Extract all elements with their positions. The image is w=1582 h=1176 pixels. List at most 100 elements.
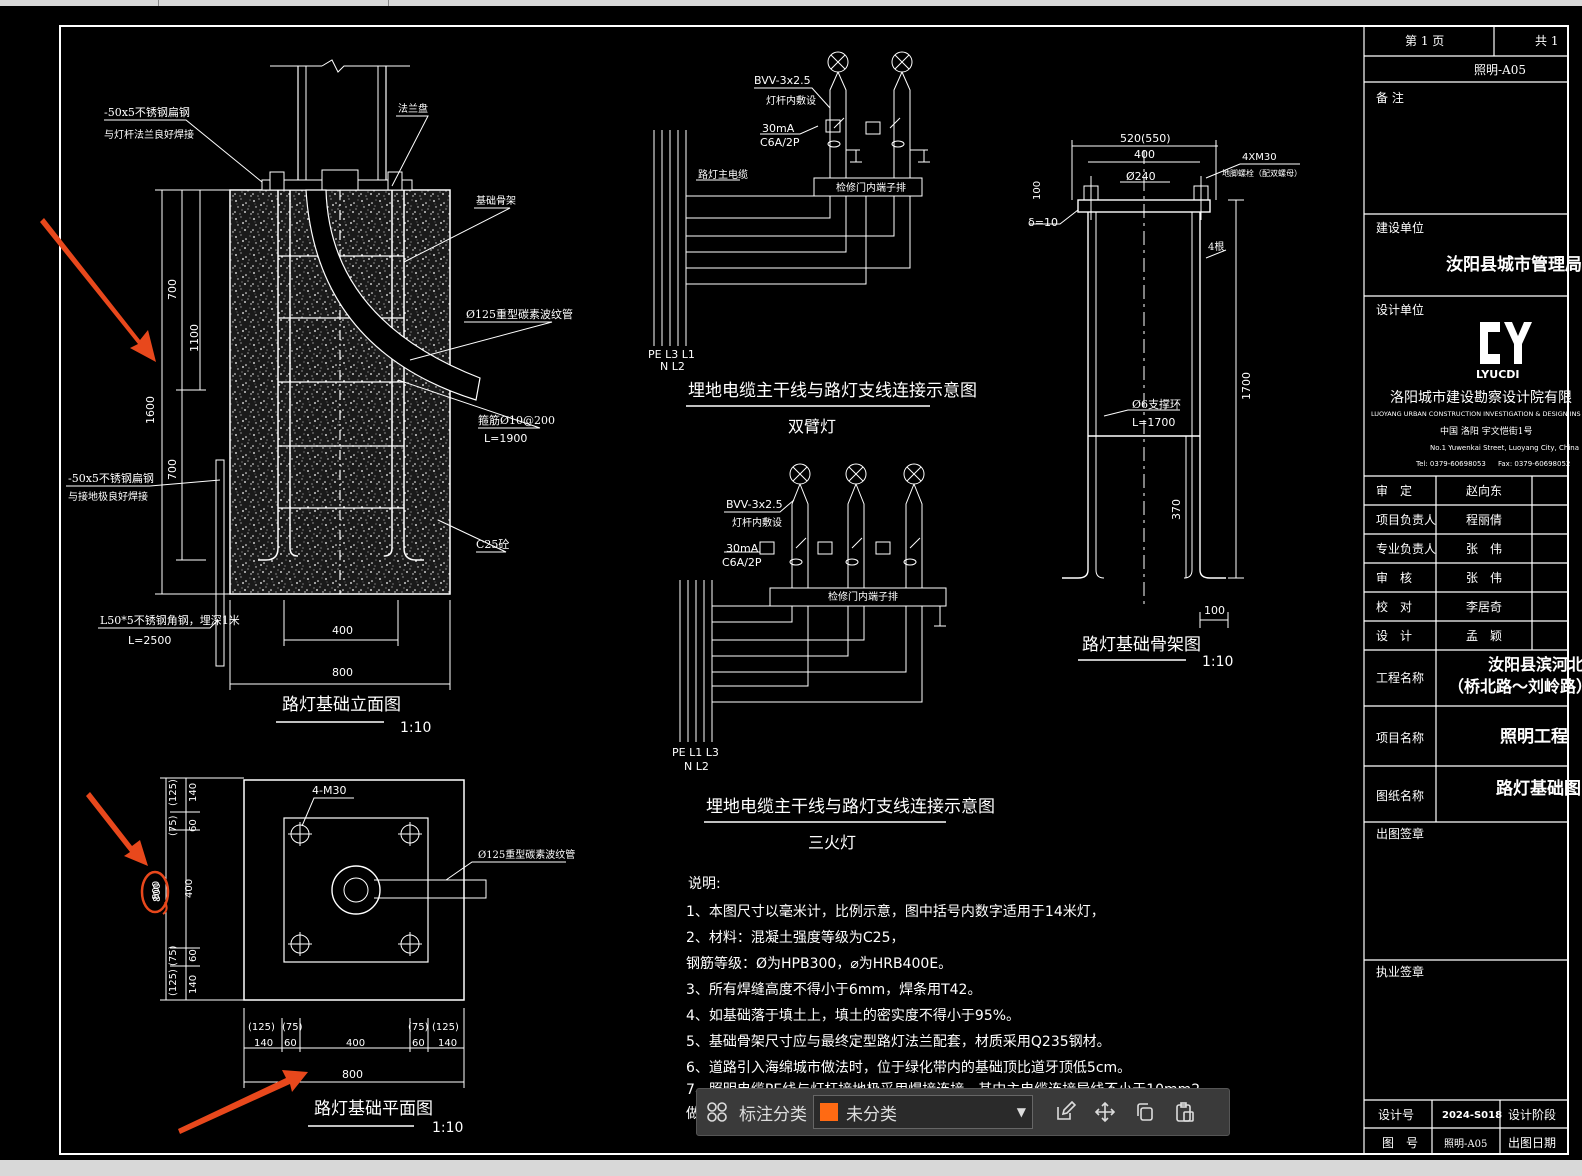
role-label: 专业负责人 bbox=[1376, 541, 1436, 556]
dim-800: 800 bbox=[332, 666, 353, 679]
dim-60-bottom: 60 bbox=[188, 949, 199, 962]
figure-number-label: 图 号 bbox=[1382, 1136, 1418, 1150]
dim-140-top: 140 bbox=[188, 783, 199, 802]
note-flange: 法兰盘 bbox=[398, 102, 428, 115]
dim-75-top: (75) bbox=[168, 815, 179, 836]
bottom-status-strip bbox=[0, 1160, 1582, 1176]
copy-icon[interactable] bbox=[1125, 1092, 1165, 1132]
red-arrow-elevation[interactable] bbox=[40, 218, 156, 362]
role-person: 李居奇 bbox=[1466, 599, 1502, 614]
note-flat-steel-weld: 与灯杆法兰良好焊接 bbox=[104, 128, 194, 141]
dim-700-upper: 700 bbox=[166, 279, 179, 300]
license-sign-label: 执业签章 bbox=[1376, 964, 1424, 979]
dim-140-left: 140 bbox=[254, 1038, 273, 1049]
company-logo: LYUCDI bbox=[1476, 322, 1532, 381]
logo-text: LYUCDI bbox=[1476, 368, 1520, 381]
page-total: 共 1 bbox=[1535, 34, 1558, 48]
double-phases-upper: PE L3 L1 bbox=[648, 348, 695, 361]
dim-75-bottom: (75) bbox=[168, 945, 179, 966]
cage-dim-1700: 1700 bbox=[1240, 372, 1253, 400]
note-angle-steel: L50*5不锈钢角钢，埋深1米 bbox=[100, 614, 240, 627]
note-line-3: 钢筋等级：Ø为HPB300，⌀为HRB400E。 bbox=[686, 955, 952, 972]
note-ground-steel: -50x5不锈钢扁钢 bbox=[68, 472, 154, 485]
circled-dimension: 800 bbox=[151, 881, 162, 900]
cage-dim-240: Ø240 bbox=[1126, 170, 1156, 183]
cage-bolt-note: 4XM30 bbox=[1242, 152, 1277, 163]
category-color-swatch bbox=[820, 1103, 838, 1121]
client-name: 汝阳县城市管理局 bbox=[1446, 254, 1582, 275]
note-line-2: 2、材料：混凝土强度等级为C25， bbox=[686, 929, 905, 946]
dim-60-top: 60 bbox=[188, 819, 199, 832]
grid-apps-icon[interactable] bbox=[697, 1092, 737, 1132]
note-line-6: 5、基础骨架尺寸应与最终定型路灯法兰配套，材质采用Q235钢材。 bbox=[686, 1033, 1111, 1050]
project-name-line2: （桥北路～刘岭路）改 bbox=[1448, 677, 1582, 696]
move-icon[interactable] bbox=[1085, 1092, 1125, 1132]
dim-400: 400 bbox=[332, 624, 353, 637]
company-address-en: No.1 Yuwenkai Street, Luoyang City, Chin… bbox=[1430, 444, 1579, 452]
design-number: 2024-S018 bbox=[1442, 1110, 1502, 1121]
cage-plate-thickness: δ=10 bbox=[1028, 216, 1058, 229]
cage-ring-length: L=1700 bbox=[1132, 416, 1175, 429]
red-arrow-plan-vertical[interactable] bbox=[86, 792, 148, 866]
dim-125-left: (125) bbox=[248, 1022, 275, 1033]
note-cage: 基础骨架 bbox=[476, 194, 516, 207]
drawing-name-label: 图纸名称 bbox=[1376, 788, 1424, 803]
cage-dim-100-top: 100 bbox=[1032, 181, 1043, 200]
note-line-1: 1、本图尺寸以毫米计，比例示意，图中括号内数字适用于14米灯， bbox=[686, 903, 1105, 920]
company-fax: Fax: 0379-60698052 bbox=[1498, 460, 1570, 468]
triple-breaker: 30mA bbox=[726, 542, 759, 555]
red-circle-markup[interactable] bbox=[140, 870, 170, 914]
dim-75-right: (75) bbox=[408, 1022, 429, 1033]
dim-125-top: (125) bbox=[168, 779, 179, 806]
double-wiring-title: 埋地电缆主干线与路灯支线连接示意图 bbox=[688, 381, 977, 401]
dim-140-bottom: 140 bbox=[188, 975, 199, 994]
dim-400-vertical: 400 bbox=[184, 879, 195, 898]
dim-1600: 1600 bbox=[144, 396, 157, 424]
dim-125-right: (125) bbox=[432, 1022, 459, 1033]
note-conduit: Ø125重型碳素波纹管 bbox=[466, 307, 573, 321]
cage-rod-count: 4根 bbox=[1208, 240, 1224, 253]
annotation-toolbar: 标注分类 未分类 ▼ bbox=[696, 1088, 1230, 1136]
triple-wiring-subtitle: 三火灯 bbox=[808, 833, 856, 852]
annotation-category-dropdown[interactable]: 未分类 ▼ bbox=[813, 1095, 1033, 1129]
cage-title: 路灯基础骨架图 bbox=[1082, 635, 1201, 655]
issue-sign-label: 出图签章 bbox=[1376, 826, 1424, 841]
edit-icon[interactable] bbox=[1045, 1092, 1085, 1132]
markup-annotations[interactable] bbox=[40, 218, 308, 1134]
elevation-scale: 1:10 bbox=[400, 720, 431, 736]
figure-number: 照明-A05 bbox=[1444, 1138, 1487, 1150]
role-person: 孟 颖 bbox=[1466, 629, 1502, 643]
tab-strip-segment[interactable] bbox=[158, 0, 389, 6]
plan-title: 路灯基础平面图 bbox=[314, 1099, 433, 1119]
company-address-cn: 中国 洛阳 宇文恺街1号 bbox=[1440, 425, 1532, 437]
issue-date-label: 出图日期 bbox=[1508, 1136, 1556, 1150]
paste-icon[interactable] bbox=[1165, 1092, 1205, 1132]
double-breaker-rating: C6A/2P bbox=[760, 136, 800, 149]
notes-heading: 说明: bbox=[688, 876, 721, 892]
note-bolts: 4-M30 bbox=[312, 784, 346, 797]
note-line-4: 3、所有焊缝高度不得小于6mm，焊条用T42。 bbox=[686, 981, 981, 998]
cage-dim-520: 520(550) bbox=[1120, 132, 1171, 145]
red-arrow-plan-horizontal[interactable] bbox=[178, 1070, 308, 1134]
foundation-plan-view: 4-M30 Ø125重型碳素波纹管 (125) 140 (75) 60 400 … bbox=[152, 777, 575, 1136]
note-angle-steel-length: L=2500 bbox=[128, 634, 171, 647]
tab-strip-segment[interactable] bbox=[0, 0, 159, 6]
double-terminal: 检修门内端子排 bbox=[836, 181, 906, 194]
role-person: 张 伟 bbox=[1466, 542, 1502, 556]
drawing-name: 路灯基础图 bbox=[1496, 778, 1581, 799]
foundation-elevation-view: 700 1100 1600 700 400 800 -50x5不锈钢扁钢 与灯杆… bbox=[66, 59, 573, 736]
cage-scale: 1:10 bbox=[1202, 654, 1233, 670]
remarks-label: 备 注 bbox=[1376, 90, 1404, 105]
note-line-7: 6、道路引入海绵城市做法时，位于绿化带内的基础顶比道牙顶低5cm。 bbox=[686, 1059, 1131, 1076]
general-notes: 说明: 1、本图尺寸以毫米计，比例示意，图中括号内数字适用于14米灯， 2、材料… bbox=[686, 876, 1200, 1122]
triple-wiring-title: 埋地电缆主干线与路灯支线连接示意图 bbox=[706, 797, 995, 817]
company-name: 洛阳城市建设勘察设计院有限 bbox=[1390, 389, 1572, 406]
client-label: 建设单位 bbox=[1376, 220, 1424, 235]
triple-cable-label: BVV-3x2.5 bbox=[726, 498, 783, 511]
plan-scale: 1:10 bbox=[432, 1120, 463, 1136]
cad-drawing-canvas[interactable]: 第 1 页 共 1 照明-A05 备 注 建设单位 汝阳县城市管理局 设计单位 … bbox=[0, 6, 1582, 1160]
double-cable-label: BVV-3x2.5 bbox=[754, 74, 811, 87]
foundation-cage-view bbox=[1030, 140, 1300, 628]
dim-800-vertical: 800 bbox=[152, 883, 163, 902]
triple-breaker-rating: C6A/2P bbox=[722, 556, 762, 569]
